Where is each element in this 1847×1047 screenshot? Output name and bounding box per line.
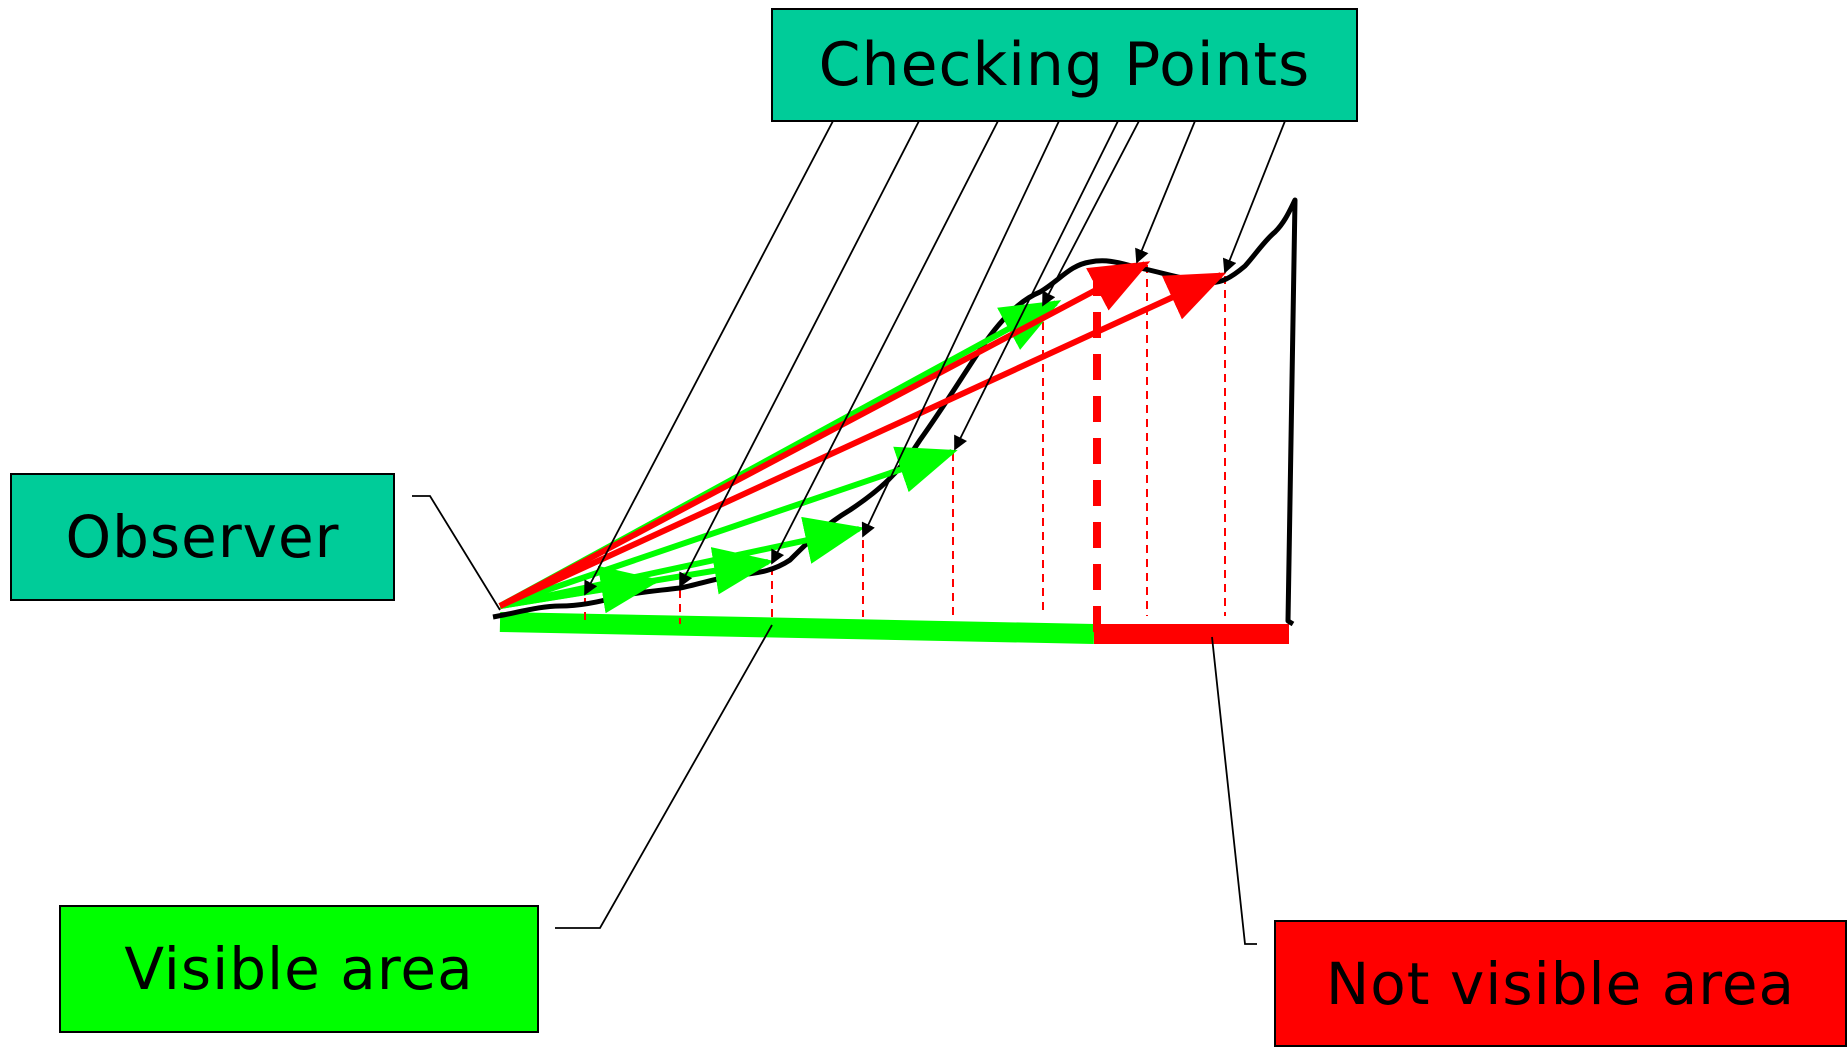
observer-leader <box>412 495 501 611</box>
checking-points-leaders <box>584 120 1286 596</box>
not-visible-area-label: Not visible area <box>1274 920 1847 1047</box>
visible-area-leader <box>555 624 773 929</box>
checking-points-label: Checking Points <box>771 8 1358 122</box>
observer-text: Observer <box>65 503 340 571</box>
not-visible-area-leader <box>1211 636 1257 945</box>
observer-label: Observer <box>10 473 395 601</box>
visible-area-label: Visible area <box>59 905 539 1033</box>
visible-area-bar <box>499 612 1095 644</box>
terrain-profile <box>492 197 1298 627</box>
checking-points-text: Checking Points <box>818 30 1311 100</box>
hidden-sight-lines <box>498 261 1227 609</box>
not-visible-area-text: Not visible area <box>1325 949 1796 1018</box>
visible-area-text: Visible area <box>124 935 474 1003</box>
